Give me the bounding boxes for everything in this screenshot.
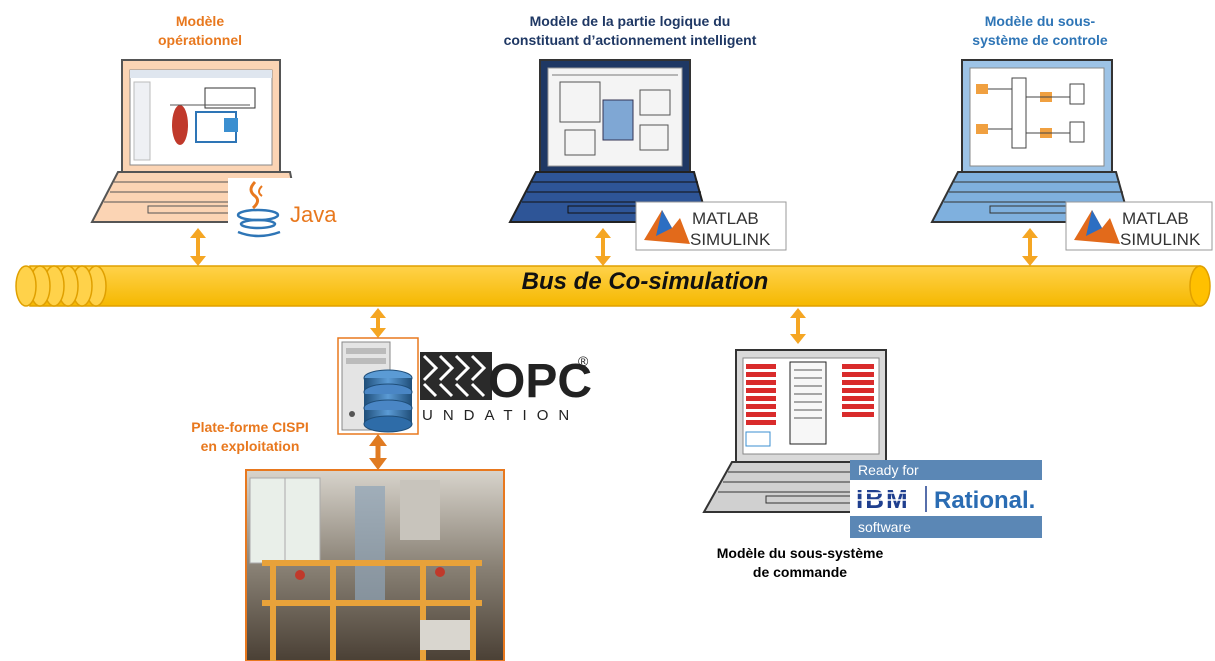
command-screen-left-blocks [746, 364, 776, 425]
bus-label: Bus de Co-simulation [521, 268, 769, 295]
operational-model-label: Modèle opérationnel [157, 13, 242, 48]
java-logo: Java [228, 178, 348, 240]
logic-model-label: Modèle de la partie logique du constitua… [503, 13, 757, 48]
arrow-operational-bus [190, 228, 206, 266]
java-text: Java [290, 202, 337, 227]
laptop-logic [508, 59, 710, 223]
command-screen-right-blocks [842, 364, 874, 417]
command-model-label: Modèle du sous-système de commande [716, 545, 884, 580]
platform-label: Plate-forme CISPI en exploitation [191, 419, 309, 454]
arrow-control-bus [1022, 228, 1038, 266]
matlab-2-line1: MATLAB [1122, 209, 1189, 228]
cosimulation-bus [15, 265, 1211, 307]
opc-text: OPC [488, 355, 592, 408]
ibm-text: IBM [856, 484, 910, 514]
matlab-logo-1: MATLAB SIMULINK [635, 201, 787, 251]
ibm-ready-text: Ready for [858, 462, 919, 478]
arrow-bus-command [790, 308, 806, 344]
laptop-control [930, 59, 1132, 223]
control-model-label: Modèle du sous- système de controle [972, 13, 1108, 48]
arrow-server-platform [369, 434, 387, 470]
arrow-bus-server [370, 308, 386, 338]
platform-photo [245, 469, 505, 661]
rational-text: Rational. [934, 487, 1035, 514]
arrow-logic-bus [595, 228, 611, 266]
matlab-2-line2: SIMULINK [1120, 230, 1201, 249]
opc-registered: ® [578, 353, 589, 369]
matlab-1-line2: SIMULINK [690, 230, 771, 249]
opc-foundation-text: UNDATION [422, 407, 579, 424]
ibm-rational-logo: Ready for IBM Rational. software [850, 460, 1042, 538]
ibm-software-text: software [858, 519, 911, 535]
matlab-logo-2: MATLAB SIMULINK [1065, 201, 1213, 251]
matlab-1-line1: MATLAB [692, 209, 759, 228]
opc-server [337, 337, 419, 435]
opc-logo: OPC ® UNDATION [420, 352, 592, 424]
